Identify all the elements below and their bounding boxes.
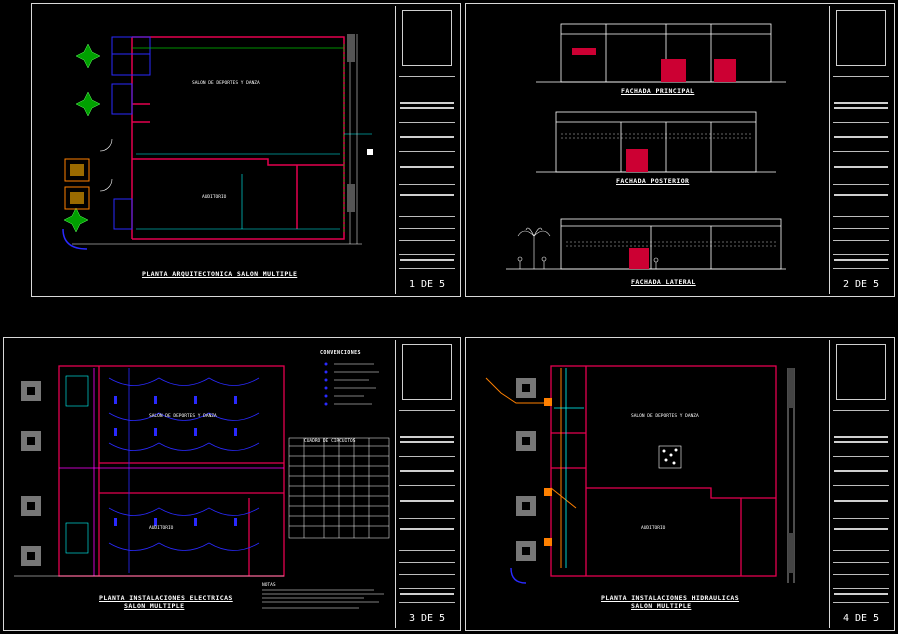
notes-title: NOTAS [262,583,276,588]
sheet-plumbing-plan: SALON DE DEPORTES Y DANZA AUDITORIO PLAN… [465,337,895,631]
title-block-logo [402,10,452,66]
title-block: 1 DE 5 [395,6,458,294]
sheet-number: 3 DE 5 [408,613,446,624]
tree-symbol [63,43,101,233]
sheet-number: 4 DE 5 [842,613,880,624]
electrical-plan-drawing [14,362,390,609]
title-block: 3 DE 5 [395,340,458,628]
elevations-drawing [506,23,786,270]
sheet-4-title: PLANTA INSTALACIONES HIDRAULICAS [601,594,740,602]
sheet-number: 1 DE 5 [408,279,446,290]
sheet-number: 2 DE 5 [842,279,880,290]
title-block: 2 DE 5 [829,6,892,294]
legend-title: CONVENCIONES [320,350,361,356]
sheet-electrical-plan: SALON DE DEPORTES Y DANZA AUDITORIO CONV… [3,337,461,631]
room-label-auditorium: AUDITORIO [149,526,174,531]
title-block-logo [836,344,886,400]
room-label-sports-hall: SALON DE DEPORTES Y DANZA [149,414,217,419]
palm-tree-symbol [517,227,551,269]
room-label-sports-hall: SALON DE DEPORTES Y DANZA [192,81,260,86]
title-block: 4 DE 5 [829,340,892,628]
elevation-front-title: FACHADA PRINCIPAL [621,87,695,95]
room-label-sports-hall: SALON DE DEPORTES Y DANZA [631,414,699,419]
elevation-side-title: FACHADA LATERAL [631,278,696,286]
circuit-table-title: CUADRO DE CIRCUITOS [304,439,356,444]
room-label-auditorium: AUDITORIO [202,195,227,200]
title-block-logo [402,344,452,400]
architectural-plan-drawing [62,34,373,250]
sheet-4-subtitle: SALON MULTIPLE [631,602,692,610]
elevation-rear-title: FACHADA POSTERIOR [616,177,690,185]
sheet-3-title: PLANTA INSTALACIONES ELECTRICAS [99,594,233,602]
title-block-logo [836,10,886,66]
sheet-elevations: FACHADA PRINCIPAL FACHADA POSTERIOR FACH… [465,3,895,297]
sheet-1-title: PLANTA ARQUITECTONICA SALON MULTIPLE [142,270,298,278]
room-label-auditorium: AUDITORIO [641,526,666,531]
sheet-architectural-plan: SALON DE DEPORTES Y DANZA AUDITORIO PLAN… [31,3,461,297]
sheet-3-subtitle: SALON MULTIPLE [124,602,185,610]
plumbing-plan-drawing [485,365,795,584]
